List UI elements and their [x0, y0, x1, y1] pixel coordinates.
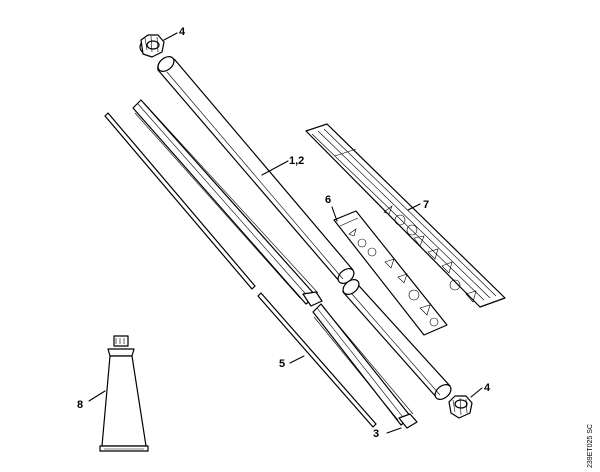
grease-tube: [99, 335, 149, 452]
shaft-liner-lower: [312, 303, 418, 429]
drive-shaft-lower: [257, 292, 377, 428]
callout-5: 5: [279, 358, 285, 370]
decal-small: [333, 210, 448, 336]
end-cap-top: [139, 34, 165, 58]
leader-line: [386, 427, 402, 434]
leader-line: [261, 160, 289, 176]
callout-3: 3: [373, 428, 379, 440]
callout-4-top: 4: [179, 26, 186, 38]
end-cap-bottom: [448, 395, 473, 419]
drive-tube-lower: [342, 279, 452, 400]
shaft-liner-upper: [132, 99, 323, 307]
drive-shaft-upper: [104, 112, 256, 290]
callout-8: 8: [77, 399, 83, 411]
warning-symbols-small: [348, 228, 439, 327]
callout-7: 7: [423, 199, 429, 211]
leader-line: [407, 203, 421, 211]
warning-symbols-large: [383, 205, 477, 303]
leader-line: [163, 32, 178, 41]
callout-4-bottom: 4: [484, 382, 491, 394]
leader-line: [88, 390, 106, 402]
leader-line: [331, 206, 338, 222]
leader-line: [289, 355, 305, 364]
leader-line: [470, 387, 483, 398]
decal-large: [305, 123, 506, 308]
drawing-code: 239ET025 SC: [587, 424, 594, 468]
callout-1-2: 1,2: [289, 155, 304, 167]
callout-6: 6: [325, 194, 331, 206]
